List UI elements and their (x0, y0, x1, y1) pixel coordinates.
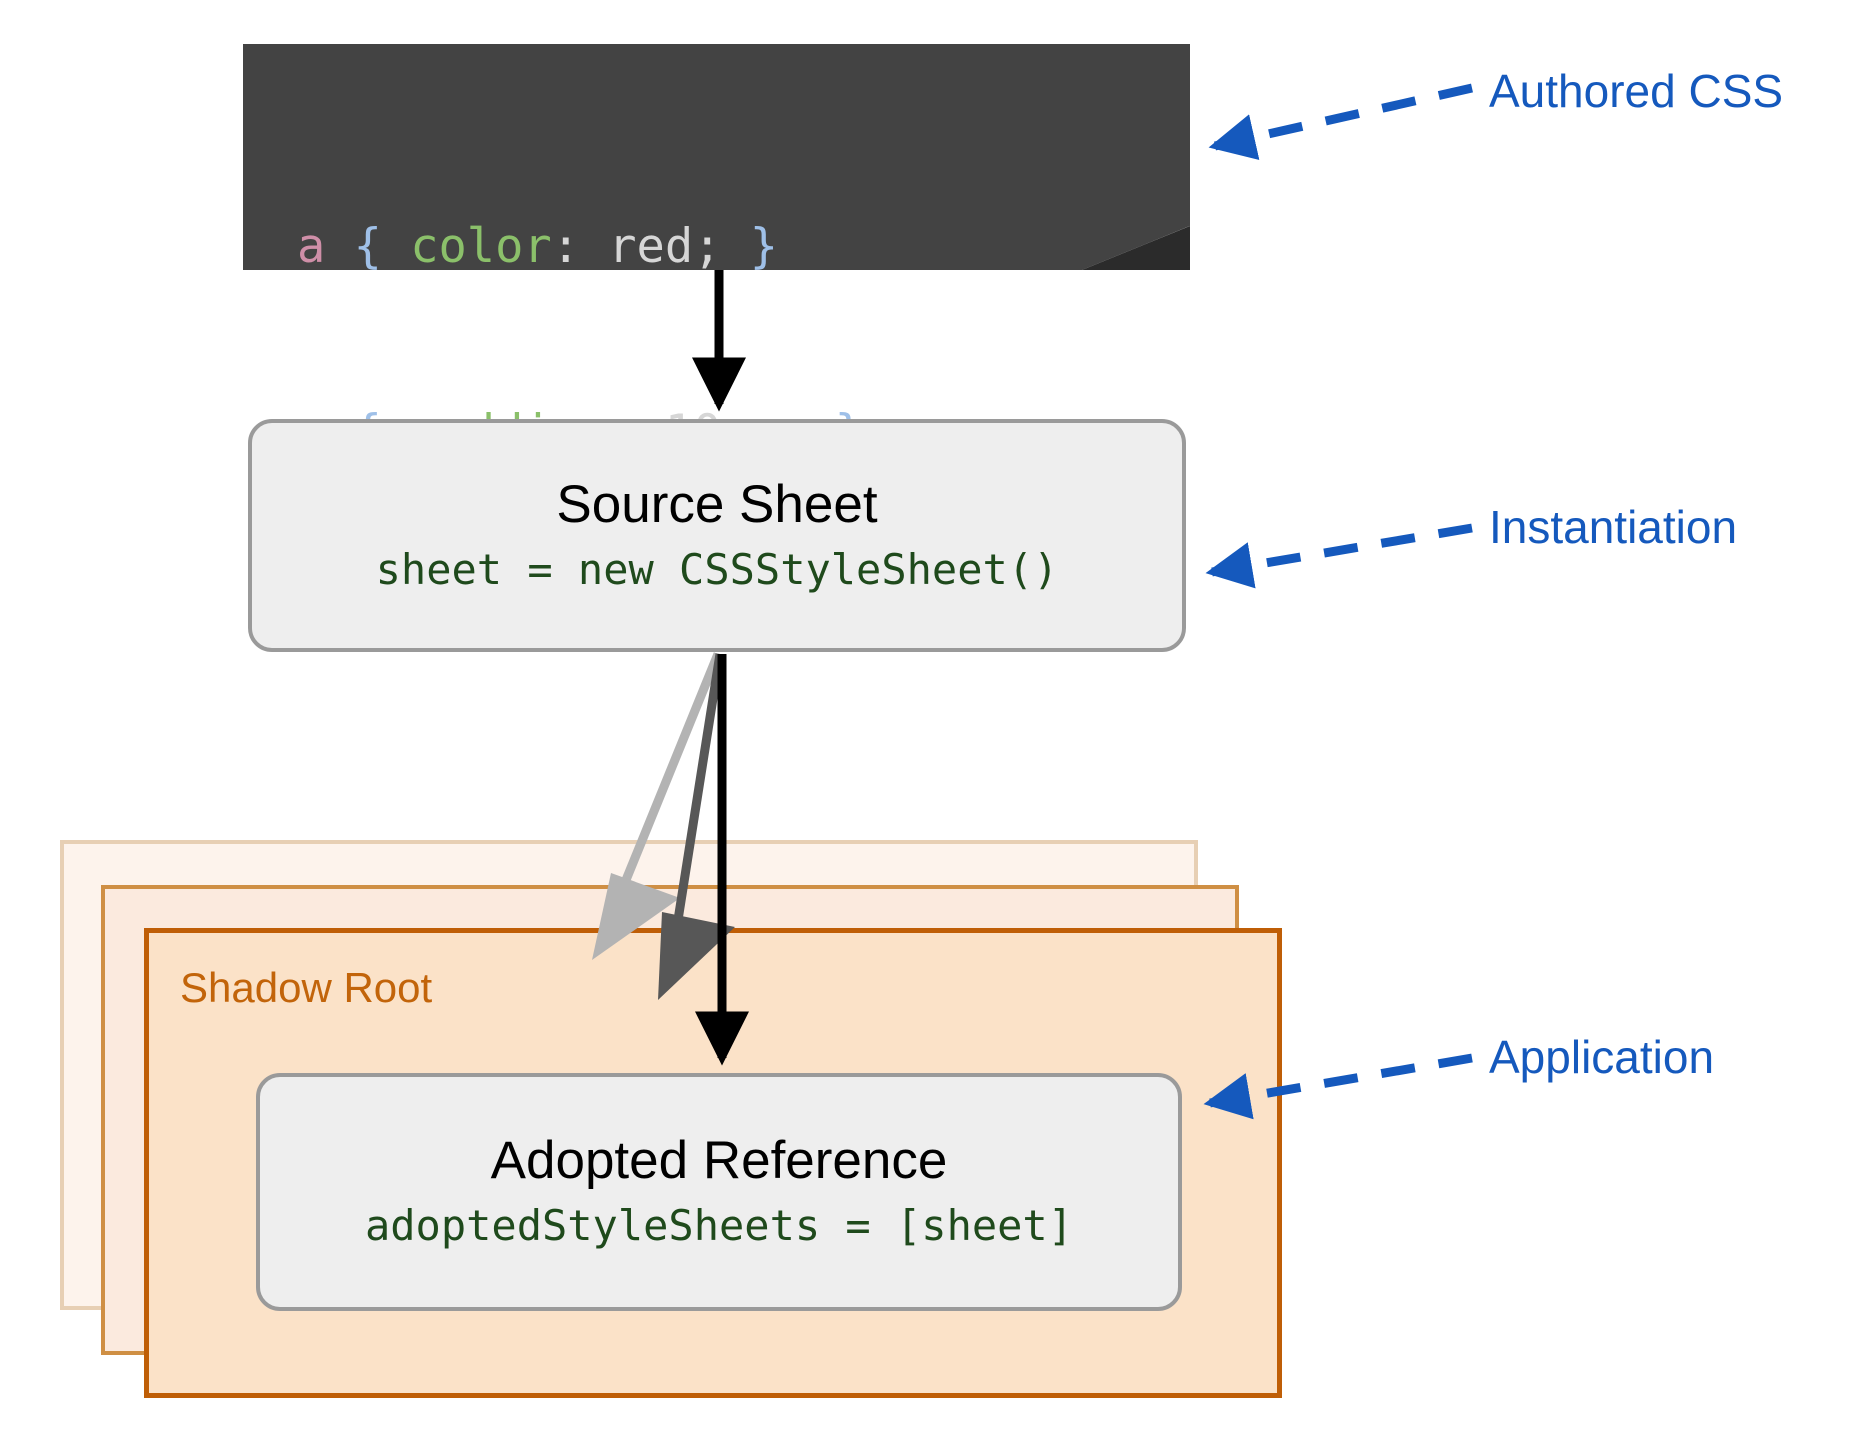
css-value-red: red; (608, 219, 722, 274)
code-note-sheet (243, 44, 1190, 270)
css-open-brace-1: { (325, 219, 411, 274)
annotation-arrow-instantiation (1205, 523, 1473, 589)
adopted-reference-title: Adopted Reference (490, 1131, 948, 1190)
adopted-reference-node: Adopted Reference adoptedStyleSheets = [… (256, 1073, 1182, 1311)
authored-css-note: a { color: red; } p { padding: 10px; } (243, 44, 1190, 460)
shadow-root-label: Shadow Root (180, 964, 433, 1011)
css-colon-1: : (551, 219, 609, 274)
css-selector-a: a (297, 219, 326, 274)
source-sheet-code: sheet = new CSSStyleSheet() (375, 544, 1059, 594)
css-property-color: color (410, 219, 552, 274)
annotation-label-application: Application (1489, 1031, 1715, 1083)
annotation-label-authored-css: Authored CSS (1489, 65, 1784, 117)
source-sheet-node: Source Sheet sheet = new CSSStyleSheet() (248, 419, 1186, 652)
code-line-1: a { color: red; } (297, 216, 863, 278)
annotation-arrow-authored (1208, 83, 1473, 160)
source-sheet-title: Source Sheet (556, 474, 878, 534)
annotation-label-instantiation: Instantiation (1489, 501, 1738, 553)
adopted-reference-code: adoptedStyleSheets = [sheet] (364, 1201, 1073, 1250)
css-close-brace-1: } (721, 219, 779, 274)
